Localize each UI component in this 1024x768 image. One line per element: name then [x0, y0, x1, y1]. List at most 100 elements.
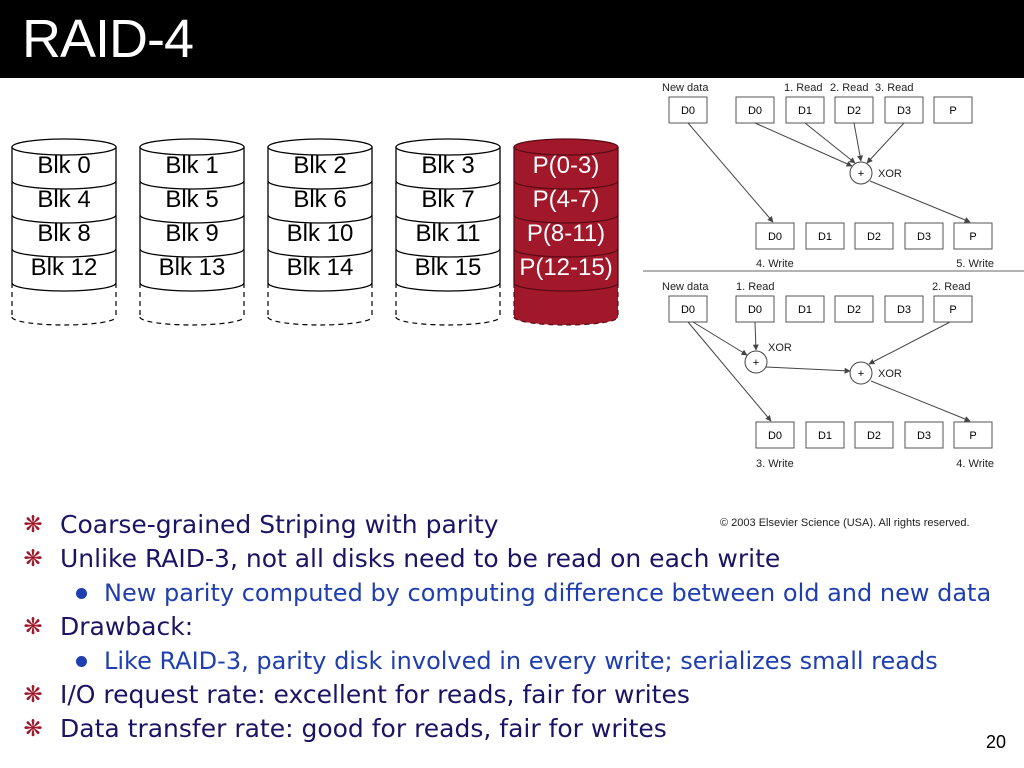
- flow-arrow: [869, 180, 971, 223]
- source-box-label: D0: [748, 105, 762, 117]
- disk-2: Blk 2 Blk 6 Blk 10 Blk 14: [267, 138, 373, 326]
- bullet-text: I/O request rate: excellent for reads, f…: [60, 680, 690, 709]
- read-label: 1. Read: [784, 82, 823, 94]
- result-box-label: D3: [917, 231, 931, 243]
- result-box: [854, 421, 894, 449]
- flow-arrow: [853, 122, 863, 162]
- data-block-label: Blk 3: [421, 152, 474, 179]
- data-block-label: Blk 6: [293, 186, 346, 213]
- source-box-label: D1: [798, 105, 812, 117]
- parity-block-label: P(0-3): [533, 152, 600, 179]
- source-box: [735, 96, 775, 124]
- bullet-item: ❋ Drawback:: [18, 610, 1018, 644]
- bullet-marker-icon: ❋: [23, 614, 43, 640]
- flow-arrow: [687, 321, 772, 422]
- xor-label: XOR: [768, 342, 792, 354]
- bullet-list: ❋ Coarse-grained Striping with parity ❋ Unl…: [18, 508, 1018, 746]
- flow-arrow: [870, 380, 971, 422]
- data-block-label: Blk 10: [287, 220, 354, 247]
- sub-bullet-item: Like RAID-3, parity disk involved in eve…: [18, 644, 1018, 678]
- data-block-label: Blk 15: [415, 254, 482, 281]
- data-block-label: Blk 0: [37, 152, 90, 179]
- result-box: [805, 421, 845, 449]
- result-box: [755, 421, 795, 449]
- bullet-text: Like RAID-3, parity disk involved in eve…: [104, 647, 938, 675]
- result-box-label: P: [969, 430, 976, 442]
- result-box: [904, 421, 944, 449]
- result-box-label: D1: [818, 231, 832, 243]
- result-box: [854, 222, 894, 250]
- flow-arrow: [692, 321, 748, 356]
- source-box-label: D2: [847, 304, 861, 316]
- bullet-item: ❋Data transfer rate: good for reads, fai…: [18, 712, 1018, 746]
- xor-node: [849, 161, 873, 185]
- flow-arrow: [804, 122, 856, 164]
- result-box: [755, 222, 795, 250]
- xor-node: [744, 350, 768, 374]
- disk-4: P(0-3)P(4-7)P(8-11)P(12-15): [513, 138, 619, 326]
- result-box-label: D2: [867, 231, 881, 243]
- data-block-label: Blk 2: [293, 152, 346, 179]
- plus-symbol: +: [858, 168, 864, 180]
- source-box-label: P: [949, 105, 956, 117]
- data-block-label: Blk 11: [416, 220, 481, 247]
- data-block-label: Blk 7: [421, 186, 474, 213]
- result-box-label: P: [969, 231, 976, 243]
- data-block-label: Blk 9: [165, 220, 218, 247]
- bullet-item: ❋ Coarse-grained Striping with parity: [18, 508, 1018, 542]
- source-box-label: D3: [897, 105, 911, 117]
- source-box: [834, 295, 874, 323]
- new-data-label: New data: [662, 281, 709, 293]
- bullet-marker-icon: ❋: [23, 512, 43, 538]
- disk-3: Blk 3 Blk 7 Blk 11 Blk 15: [395, 138, 501, 326]
- result-box: [805, 222, 845, 250]
- read-label: 2. Read: [830, 82, 869, 94]
- result-box-label: D0: [768, 430, 782, 442]
- xor-label: XOR: [878, 368, 902, 380]
- bullet-text: Unlike RAID-3, not all disks need to be …: [60, 544, 781, 573]
- sub-bullet-dot-icon: [76, 588, 87, 599]
- bullet-text: Coarse-grained Striping with parity: [60, 510, 499, 539]
- read-label: 2. Read: [932, 281, 971, 293]
- data-block-label: Blk 5: [165, 186, 218, 213]
- xor-label: XOR: [878, 168, 902, 180]
- data-block-label: Blk 12: [31, 254, 98, 281]
- plus-symbol: +: [858, 368, 864, 380]
- bullet-text: Drawback:: [60, 612, 194, 641]
- parity-block-label: P(12-15): [519, 254, 612, 281]
- read-label: 3. Read: [875, 82, 914, 94]
- bullet-marker-icon: ❋: [23, 546, 43, 572]
- sub-bullet-dot-icon: [76, 656, 87, 667]
- source-box: [785, 295, 825, 323]
- data-block-label: Blk 14: [287, 254, 354, 281]
- source-box-label: P: [949, 304, 956, 316]
- new-data-label: New data: [662, 82, 709, 94]
- read-label: 1. Read: [736, 281, 775, 293]
- source-box-label: D0: [681, 105, 695, 117]
- slide-title: RAID-4: [22, 9, 194, 69]
- sub-bullet-item: New parity computed by computing differe…: [18, 576, 1018, 610]
- flow-arrow: [868, 321, 951, 365]
- bullet-marker-icon: ❋: [23, 682, 43, 708]
- source-box: [933, 295, 973, 323]
- source-box-label: D1: [798, 304, 812, 316]
- write-label: 3. Write: [756, 458, 794, 470]
- result-box: [953, 222, 993, 250]
- plus-symbol: +: [753, 357, 759, 369]
- data-block-label: Blk 4: [37, 186, 90, 213]
- source-box-label: D3: [897, 304, 911, 316]
- flow-arrow: [752, 321, 759, 351]
- parity-block-label: P(4-7): [533, 186, 600, 213]
- flow-arrow: [866, 122, 905, 164]
- result-box: [904, 222, 944, 250]
- flow-arrow: [765, 366, 851, 374]
- write-label: 5. Write: [956, 258, 994, 270]
- write-label: 4. Write: [956, 458, 994, 470]
- source-box: [933, 96, 973, 124]
